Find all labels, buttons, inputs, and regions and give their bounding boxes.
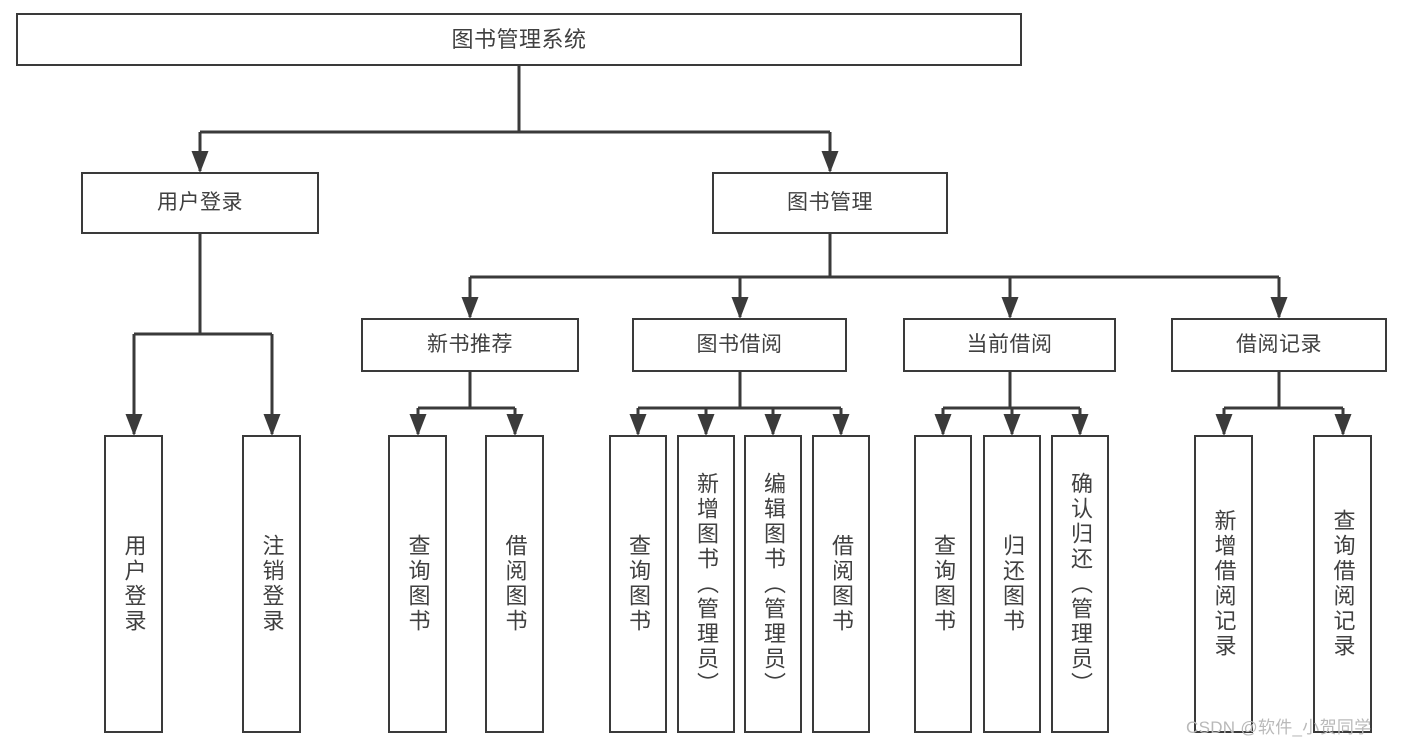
- node-leaf-borrow-book-2[interactable]: 借阅图书: [812, 435, 870, 733]
- arrowhead-icon: [1334, 414, 1352, 436]
- arrowhead-icon: [629, 414, 647, 436]
- node-root[interactable]: 图书管理系统: [16, 13, 1022, 66]
- arrowhead-icon: [191, 151, 209, 173]
- node-label: 图书借阅: [696, 332, 783, 356]
- node-label: 查询借阅记录: [1330, 509, 1356, 659]
- node-label: 借阅图书: [829, 534, 854, 634]
- node-leaf-borrow-book-1[interactable]: 借阅图书: [485, 435, 544, 733]
- arrowhead-icon: [1003, 414, 1021, 436]
- arrowhead-icon: [731, 297, 749, 319]
- node-label: 查询图书: [931, 534, 956, 634]
- node-book-borrow[interactable]: 图书借阅: [632, 318, 847, 372]
- node-label: 新增图书（管理员）: [694, 471, 719, 697]
- node-label: 新书推荐: [427, 332, 513, 356]
- node-borrow-record[interactable]: 借阅记录: [1171, 318, 1387, 372]
- arrowhead-icon: [1215, 414, 1233, 436]
- node-label: 借阅记录: [1236, 332, 1322, 356]
- arrowhead-icon: [1270, 297, 1288, 319]
- arrowhead-icon: [1001, 297, 1019, 319]
- node-leaf-confirm-return[interactable]: 确认归还（管理员）: [1051, 435, 1109, 733]
- node-label: 用户登录: [121, 534, 147, 634]
- arrowhead-icon: [263, 414, 281, 436]
- arrowhead-icon: [506, 414, 524, 436]
- node-label: 用户登录: [157, 190, 243, 214]
- node-leaf-add-record[interactable]: 新增借阅记录: [1194, 435, 1253, 733]
- node-label: 新增借阅记录: [1211, 509, 1237, 659]
- node-leaf-user-login[interactable]: 用户登录: [104, 435, 163, 733]
- node-leaf-query-book-2[interactable]: 查询图书: [609, 435, 667, 733]
- arrowhead-icon: [832, 414, 850, 436]
- node-leaf-edit-book[interactable]: 编辑图书（管理员）: [744, 435, 802, 733]
- arrowhead-icon: [821, 151, 839, 173]
- node-label: 注销登录: [259, 534, 285, 634]
- node-label: 查询图书: [405, 534, 431, 634]
- node-label: 查询图书: [626, 534, 651, 634]
- arrowhead-icon: [409, 414, 427, 436]
- node-new-book-rec[interactable]: 新书推荐: [361, 318, 579, 372]
- node-label: 归还图书: [1000, 534, 1025, 634]
- arrowhead-icon: [697, 414, 715, 436]
- node-label: 编辑图书（管理员）: [761, 471, 786, 697]
- node-label: 图书管理: [787, 190, 873, 214]
- arrowhead-icon: [934, 414, 952, 436]
- node-label: 确认归还（管理员）: [1068, 471, 1093, 697]
- watermark-label: CSDN @软件_小贺同学: [1186, 718, 1372, 737]
- node-leaf-query-record[interactable]: 查询借阅记录: [1313, 435, 1372, 733]
- node-label: 当前借阅: [966, 332, 1053, 356]
- arrowhead-icon: [461, 297, 479, 319]
- node-leaf-query-book-3[interactable]: 查询图书: [914, 435, 972, 733]
- node-leaf-return-book[interactable]: 归还图书: [983, 435, 1041, 733]
- node-label: 借阅图书: [502, 534, 528, 634]
- arrowhead-icon: [125, 414, 143, 436]
- node-user-login[interactable]: 用户登录: [81, 172, 319, 234]
- node-book-manage[interactable]: 图书管理: [712, 172, 948, 234]
- node-current-borrow[interactable]: 当前借阅: [903, 318, 1116, 372]
- node-leaf-query-book-1[interactable]: 查询图书: [388, 435, 447, 733]
- node-leaf-add-book[interactable]: 新增图书（管理员）: [677, 435, 735, 733]
- node-leaf-user-logout[interactable]: 注销登录: [242, 435, 301, 733]
- arrowhead-icon: [764, 414, 782, 436]
- node-label: 图书管理系统: [451, 26, 587, 52]
- arrowhead-icon: [1071, 414, 1089, 436]
